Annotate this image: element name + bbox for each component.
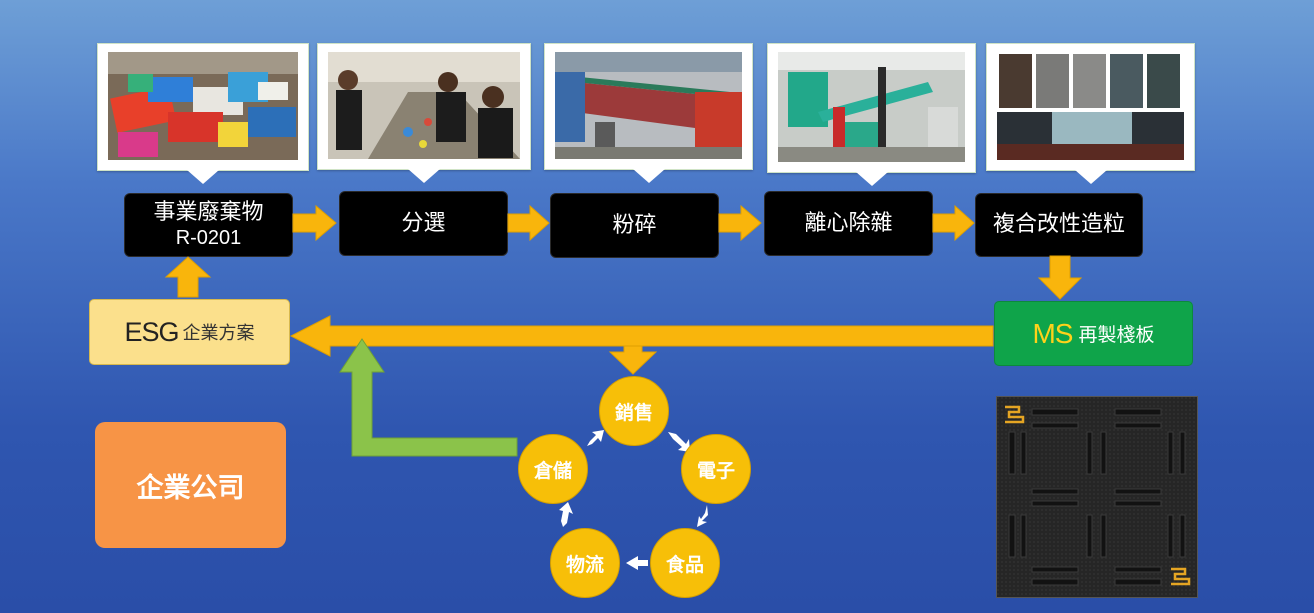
arrow-left-icon xyxy=(289,315,994,357)
crusher-machine-photo xyxy=(555,52,742,159)
arrow-down-icon xyxy=(608,345,658,375)
step-sorting: 分選 xyxy=(339,191,508,256)
recycled-pallet-image xyxy=(996,396,1198,598)
company-label: 企業公司 xyxy=(136,472,245,504)
cycle-arrow-icon xyxy=(626,556,648,570)
return-arrow-icon xyxy=(339,338,518,457)
arrow-up-icon xyxy=(164,256,212,298)
ms-abbr: MS xyxy=(1032,317,1073,349)
cycle-arrow-icon xyxy=(668,432,690,452)
plastic-pellets-photo xyxy=(997,52,1184,160)
cycle-node-electronics: 電子 xyxy=(681,434,751,504)
cycle-arrow-icon xyxy=(587,430,604,446)
step-label: 事業廢棄物 xyxy=(153,199,264,225)
callout-waste-photo xyxy=(97,43,309,184)
arrow-down-icon xyxy=(1037,255,1083,300)
esg-solution-box: ESG 企業方案 xyxy=(89,299,290,365)
cycle-node-label: 銷售 xyxy=(614,401,653,424)
arrow-right-icon xyxy=(718,204,762,242)
arrow-right-icon xyxy=(507,204,550,242)
cycle-arrow-icon xyxy=(697,505,708,527)
callout-centrifuge-photo xyxy=(767,43,976,186)
callout-crusher-photo xyxy=(544,43,753,183)
step-code: R-0201 xyxy=(175,227,242,250)
centrifuge-machine-photo xyxy=(778,52,965,162)
callout-pellets-photo xyxy=(986,43,1195,184)
cycle-node-warehousing: 倉儲 xyxy=(518,434,588,504)
step-centrifugal-cleaning: 離心除雜 xyxy=(764,191,933,256)
cycle-node-food: 食品 xyxy=(650,528,720,598)
step-label: 粉碎 xyxy=(612,212,657,238)
company-box: 企業公司 xyxy=(95,422,286,548)
esg-label: 企業方案 xyxy=(182,323,255,344)
step-label: 分選 xyxy=(401,210,446,236)
step-label: 離心除雜 xyxy=(804,210,893,236)
cycle-node-label: 倉儲 xyxy=(533,459,572,482)
cycle-node-label: 電子 xyxy=(696,459,735,482)
arrow-right-icon xyxy=(932,204,975,242)
cycle-node-label: 物流 xyxy=(565,553,604,576)
sorting-workers-photo xyxy=(328,52,520,159)
cycle-arrow-icon xyxy=(559,502,573,527)
step-crushing: 粉碎 xyxy=(550,193,719,258)
cycle-node-logistics: 物流 xyxy=(550,528,620,598)
step-label: 複合改性造粒 xyxy=(992,212,1125,238)
ms-pallet-box: MS 再製棧板 xyxy=(994,301,1193,366)
step-industrial-waste: 事業廢棄物 R-0201 xyxy=(124,193,293,257)
plastic-waste-photo xyxy=(108,52,298,160)
ms-label: 再製棧板 xyxy=(1078,324,1155,346)
callout-sorting-photo xyxy=(317,43,531,183)
arrow-right-icon xyxy=(292,204,337,242)
esg-abbr: ESG xyxy=(124,316,179,347)
cycle-node-label: 食品 xyxy=(665,553,704,576)
cycle-node-sales: 銷售 xyxy=(599,376,669,446)
